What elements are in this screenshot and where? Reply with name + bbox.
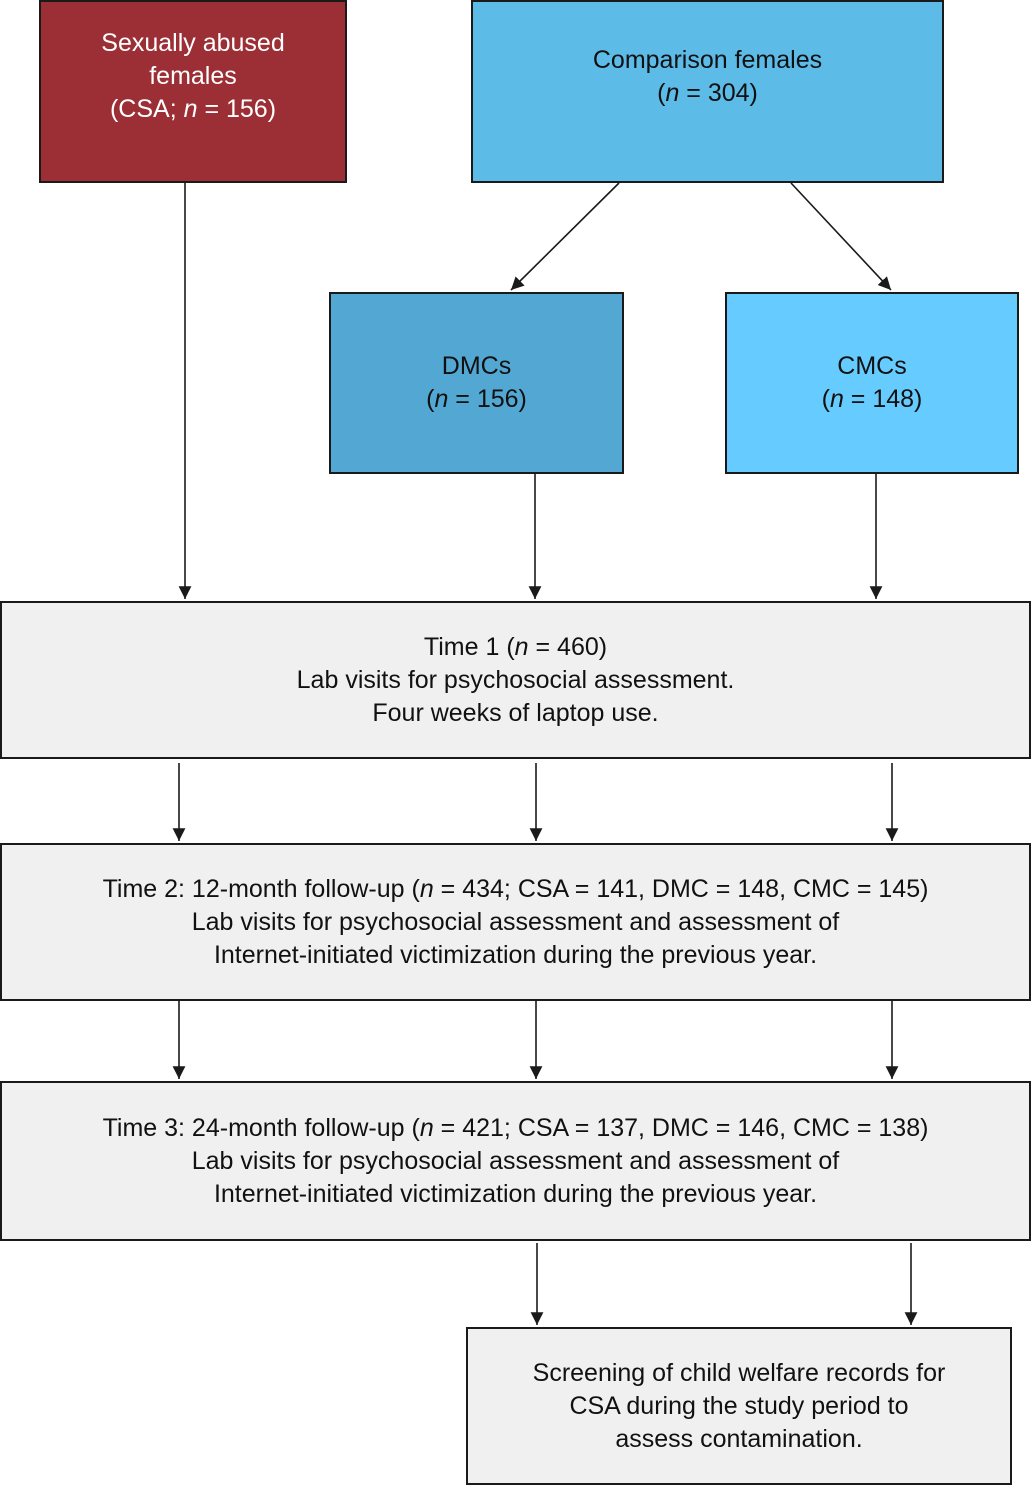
comparison-line-2: (n = 304) xyxy=(657,78,758,107)
comparison-group-box: Comparison females (n = 304) xyxy=(471,0,944,183)
time1-line-1: Time 1 (n = 460) xyxy=(423,632,608,661)
screening-box: Screening of child welfare records for C… xyxy=(466,1327,1012,1485)
dmc-group-box: DMCs (n = 156) xyxy=(329,292,624,474)
arrow-comparison-to-cmc xyxy=(790,182,892,291)
time2-line-1: Time 2: 12-month follow-up (n = 434; CSA… xyxy=(102,874,929,903)
time1-box: Time 1 (n = 460) Lab visits for psychoso… xyxy=(0,601,1031,759)
arrow-comparison-to-dmc xyxy=(510,182,620,291)
time1-line-2: Lab visits for psychosocial assessment. xyxy=(296,665,735,694)
time3-line-1: Time 3: 24-month follow-up (n = 421; CSA… xyxy=(102,1113,929,1142)
csa-group-box: Sexually abused females (CSA; n = 156) xyxy=(39,0,347,183)
screening-line-1: Screening of child welfare records for xyxy=(532,1358,946,1387)
cmc-line-2: (n = 148) xyxy=(821,385,923,413)
csa-line-3: (CSA; n = 156) xyxy=(109,95,277,123)
time3-line-3: Internet-initiated victimization during … xyxy=(213,1179,818,1208)
time2-box: Time 2: 12-month follow-up (n = 434; CSA… xyxy=(0,843,1031,1001)
comparison-line-1: Comparison females xyxy=(592,45,823,74)
cmc-group-box: CMCs (n = 148) xyxy=(725,292,1019,474)
csa-line-2: females xyxy=(149,62,237,90)
csa-line-1: Sexually abused xyxy=(101,29,285,57)
time3-line-2: Lab visits for psychosocial assessment a… xyxy=(191,1146,840,1175)
dmc-line-1: DMCs xyxy=(441,352,512,380)
screening-line-2: CSA during the study period to xyxy=(569,1391,909,1420)
time2-line-3: Internet-initiated victimization during … xyxy=(213,940,818,969)
cmc-line-1: CMCs xyxy=(837,352,907,380)
time2-line-2: Lab visits for psychosocial assessment a… xyxy=(191,907,840,936)
screening-line-3: assess contamination. xyxy=(615,1424,863,1453)
time1-line-3: Four weeks of laptop use. xyxy=(372,698,659,727)
time3-box: Time 3: 24-month follow-up (n = 421; CSA… xyxy=(0,1081,1031,1241)
dmc-line-2: (n = 156) xyxy=(426,385,527,413)
